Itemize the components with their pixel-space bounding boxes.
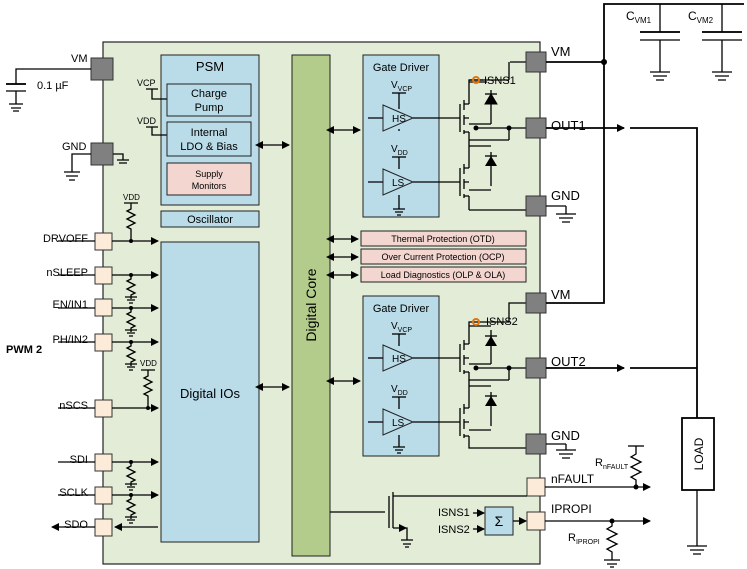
sdi-label: SDI (70, 454, 88, 466)
thermal-protection-label: Thermal Protection (OTD) (391, 234, 495, 244)
digital-ios-label: Digital IOs (180, 386, 240, 401)
gd2-vvcp-label: VVCP (391, 321, 412, 334)
ls-1-label: LS (392, 178, 405, 189)
gate-driver-1-title: Gate Driver (373, 62, 430, 74)
psm-vcp-label: VCP (137, 78, 156, 88)
cvm1-label: CVM1 (626, 9, 652, 25)
io-pin-sclk (94, 486, 113, 505)
isns2-label: ISNS2 (486, 316, 518, 328)
hs-1-label: HS (392, 114, 406, 125)
io-pin-phin2 (94, 333, 113, 352)
load-label: LOAD (692, 437, 706, 470)
digital-core-block (291, 54, 331, 557)
nsleep-label: nSLEEP (46, 267, 88, 279)
io-pin-nscs (94, 399, 113, 418)
drvoff-label: DRVOFF (43, 233, 88, 245)
oscillator-block (160, 210, 260, 228)
vm2-label: VM (551, 287, 571, 302)
pin-nfault (526, 477, 546, 497)
hs-2-label: HS (392, 354, 406, 365)
vm-left-label: VM (71, 53, 88, 65)
load-diagnostics-block (360, 266, 527, 283)
gate-driver-1-block (362, 54, 440, 218)
pwm2-label: PWM 2 (6, 344, 42, 356)
nfault-label: nFAULT (551, 472, 595, 486)
thermal-protection-block (360, 230, 527, 247)
digital-core-label: Digital Core (303, 268, 319, 341)
charge-pump-label-1: Charge (191, 88, 227, 100)
ocp-block (360, 248, 527, 265)
ipropi-label: IPROPI (551, 502, 592, 516)
io-pin-nsleep (94, 266, 113, 285)
ls-2-label: LS (392, 418, 405, 429)
rnfault-label: RnFAULT (595, 457, 629, 471)
sum-symbol: Σ (495, 513, 504, 529)
gate-driver-2-block (362, 295, 440, 457)
gnd2-label: GND (551, 428, 580, 443)
supply-monitors-label-1: Supply (195, 169, 223, 179)
supply-monitors-block (166, 162, 252, 196)
pin-vm-2 (525, 292, 547, 314)
oscillator-label: Oscillator (187, 214, 233, 226)
ripropi-label: RIPROPI (568, 532, 600, 546)
pin-ipropi (526, 511, 546, 531)
psm-vdd-label: VDD (137, 116, 157, 126)
pin-out1 (525, 117, 547, 139)
io-pin-sdi (94, 453, 113, 472)
pin-vm-1 (525, 51, 547, 73)
enin1-label: EN/IN1 (53, 299, 88, 311)
load-block (681, 417, 715, 491)
ocp-label: Over Current Protection (OCP) (381, 252, 504, 262)
gd1-vvcp-label: VVCP (391, 80, 412, 93)
io-pin-enin1 (94, 298, 113, 317)
sum-block (484, 506, 514, 536)
charge-pump-block (166, 83, 252, 117)
cap-label: 0.1 µF (37, 80, 69, 92)
pin-vm-left (90, 57, 114, 81)
load-diagnostics-label: Load Diagnostics (OLP & OLA) (381, 270, 505, 280)
gd2-vdd-label: VDD (391, 384, 408, 397)
io-pin-sdo (94, 518, 113, 537)
io-pin-drvoff (94, 232, 113, 251)
gd1-vdd-label: VDD (391, 144, 408, 157)
sum-in1-label: ISNS1 (438, 507, 470, 519)
ldo-label-2: LDO & Bias (180, 141, 238, 153)
supply-monitors-label-2: Monitors (192, 181, 227, 191)
out2-label: OUT2 (551, 354, 586, 369)
gnd1-label: GND (551, 188, 580, 203)
gnd-left-label: GND (62, 141, 87, 153)
pin-gnd-1 (525, 195, 547, 217)
pin-gnd-left (90, 142, 114, 166)
sclk-label: SCLK (59, 487, 88, 499)
sum-in2-label: ISNS2 (438, 524, 470, 536)
isns1-label: ISNS1 (484, 75, 516, 87)
psm-title: PSM (196, 59, 224, 74)
vm1-label: VM (551, 44, 571, 59)
ldo-bias-block (166, 121, 252, 157)
out1-label: OUT1 (551, 118, 586, 133)
vdd-top-label: VDD (123, 193, 140, 202)
vdd-nscs-label: VDD (140, 359, 157, 368)
sdo-label: SDO (64, 519, 88, 531)
digital-ios-block (160, 241, 260, 543)
ldo-label-1: Internal (191, 127, 228, 139)
nscs-label: nSCS (59, 400, 88, 412)
pin-gnd-2 (525, 433, 547, 455)
pin-out2 (525, 357, 547, 379)
gate-driver-2-title: Gate Driver (373, 303, 430, 315)
cvm2-label: CVM2 (688, 9, 714, 25)
phin2-label: PH/IN2 (53, 334, 88, 346)
charge-pump-label-2: Pump (195, 102, 224, 114)
